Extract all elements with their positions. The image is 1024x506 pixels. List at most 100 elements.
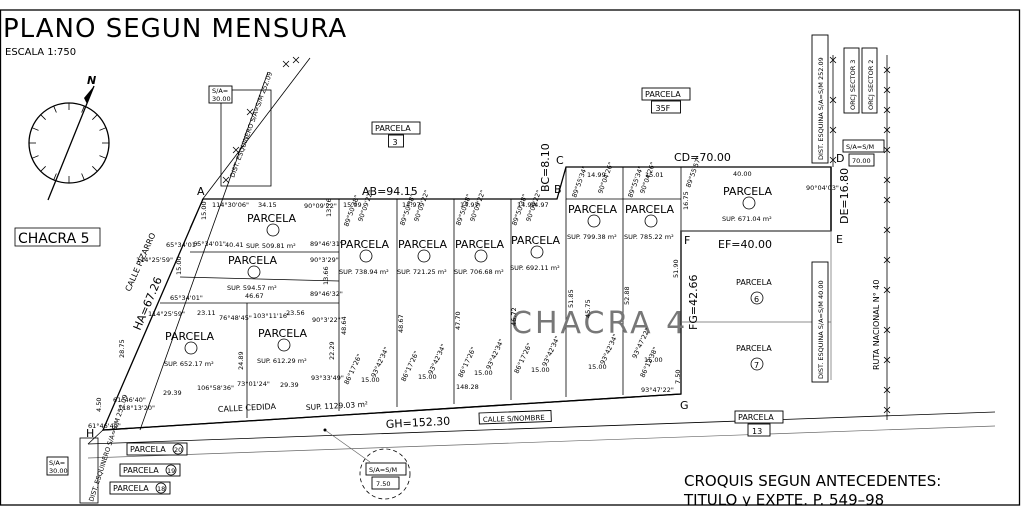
dim-vert-7: 48.64 [340, 316, 348, 335]
parcel-5: PARCELA SUP. 738.94 m² [339, 238, 390, 276]
orcj2-label: ORCJ SECTOR 2 [867, 60, 875, 110]
calle-snombre-line-2 [87, 425, 996, 459]
parcel-6-outline [681, 230, 832, 380]
parcel-marker [530, 245, 544, 259]
parcel-label: PARCELA [568, 203, 618, 216]
dim-left-6: 29.39 [280, 381, 299, 389]
dist-esquina-top-box [811, 34, 829, 164]
dim-ef: EF=40.00 [718, 238, 772, 251]
dim-vert-3: 28.75 [118, 339, 126, 358]
dim-vert-17: 4.50 [95, 398, 103, 412]
sa-circle-line2: 7.50 [376, 480, 390, 488]
parcel-marker [587, 214, 601, 228]
dim-vert-13: 52.88 [623, 286, 631, 305]
angle-top-3: 89°46'32" [310, 290, 343, 298]
dim-left-3: 23.11 [197, 309, 216, 317]
chacra4-label: CHACRA 4 [511, 306, 688, 341]
angle-bot-0: 93°42'34" [370, 346, 391, 379]
chacra5-box [14, 227, 101, 247]
sa-circle-line1: S/A=S/M [369, 466, 397, 474]
parcel-marker [474, 249, 488, 263]
frame [0, 9, 1021, 506]
dim-vert-16: 7.50 [674, 370, 682, 384]
dim-left-2: 46.67 [245, 292, 264, 300]
vertex-g: G [680, 399, 689, 412]
vertex-f: F [684, 234, 690, 247]
parcel-sup: SUP. 612.29 m² [257, 357, 307, 365]
angle-bot-20: 114°25'59" [148, 310, 185, 318]
parcel-sup: SUP. 652.17 m² [164, 360, 214, 368]
footer-line1: CROQUIS SEGUN ANTECEDENTES: [684, 472, 941, 490]
angle-top-4: 90°3'22" [312, 316, 341, 324]
sa-circle [359, 448, 411, 500]
dist-esquina-top: DIST. ESQUINA S/A=S/M 252.09 [817, 57, 825, 160]
vertex-c: C [556, 154, 564, 167]
sa-circle-box1 [365, 462, 407, 476]
parcel-sup: SUP. 738.94 m² [339, 268, 389, 276]
parcel-label: PARCELA [455, 238, 505, 251]
parcel-label: PARCELA [247, 212, 297, 225]
angle-bot-4: 93°42'34" [485, 338, 506, 371]
neighbor-label: PARCELA [736, 278, 772, 287]
neighbor-parcel-20: PARCELA 20 [126, 442, 188, 456]
neighbor-num: 35F [656, 104, 671, 113]
orcj3-box [843, 47, 860, 114]
dim-vert-6: 24.89 [237, 351, 245, 370]
dist-esquinero-top-box [220, 89, 272, 187]
dim-vert-9: 47.70 [454, 311, 462, 330]
fence-line [222, 56, 891, 414]
neighbor-num: 20 [174, 446, 182, 454]
angle-bot-21: 65°34'01" [170, 294, 203, 302]
orcj3-label: ORCJ SECTOR 3 [849, 60, 857, 110]
angle-bot-18: 114°25'59" [136, 256, 173, 264]
parcel-label: PARCELA [165, 330, 215, 343]
dim-left-0: 34.15 [258, 201, 277, 209]
dim-ab: AB=94.15 [362, 185, 418, 198]
parcel-label: PARCELA [625, 203, 675, 216]
calle-pizarro-edge-2 [201, 57, 311, 201]
neighbor-label: PARCELA [113, 484, 149, 493]
parcel-marker [247, 265, 261, 279]
parcel-sup: SUP. 706.68 m² [454, 268, 504, 276]
angle-bot-25: 76°48'45" [219, 314, 252, 322]
dim-bottom-1: 15.00 [418, 373, 437, 381]
dim-vert-0: 13.76 [325, 198, 333, 217]
dim-top-0: 15.09 [343, 201, 362, 209]
parcel-label: PARCELA [340, 238, 390, 251]
calle-cedida-label: CALLE CEDIDA [218, 402, 277, 414]
parcel-marker [644, 214, 658, 228]
neighbor-label: PARCELA [130, 445, 166, 454]
calle-snombre-label: CALLE S/NOMBRE [483, 414, 545, 424]
scale-label: ESCALA 1:750 [5, 47, 76, 58]
angle-top-1: 89°46'31" [310, 240, 343, 248]
calle-snombre-box [478, 410, 552, 425]
dim-top-4: 14.97 [530, 201, 549, 209]
chacra5-label: CHACRA 5 [18, 231, 90, 247]
angle-top-13: 89°55'34" [570, 165, 589, 199]
calle-cedida-corner [87, 429, 104, 445]
dim-left-1: 40.41 [225, 241, 244, 249]
neighbor-num: 13 [752, 427, 762, 436]
ruta-label: RUTA NACIONAL N° 40 [872, 280, 881, 370]
dim-vert-8: 48.67 [397, 314, 405, 333]
dist-esquina-bot-box [811, 261, 829, 383]
dist-esquina-bot: DIST. ESQUINA S/A=S/M 40.00 [817, 280, 825, 379]
parcel-sup: SUP. 692.11 m² [510, 264, 560, 272]
dim-de: DE=16.80 [838, 168, 851, 224]
vertex-e: E [836, 233, 843, 246]
calle-pizarro-edge-1 [139, 71, 269, 431]
neighbor-num: 7 [754, 361, 759, 370]
north-arrow-icon: N [28, 74, 110, 201]
dim-top-1: 14.97 [402, 201, 421, 209]
